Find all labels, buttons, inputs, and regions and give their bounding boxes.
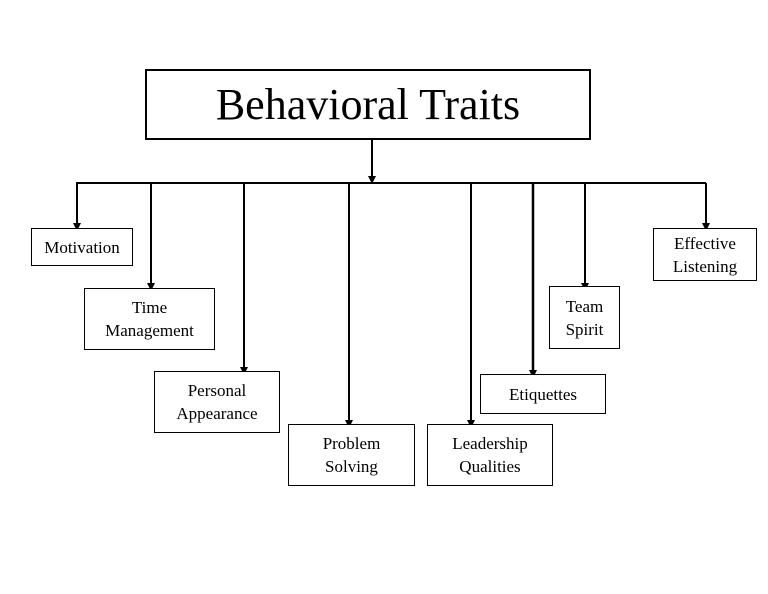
node-label-line: Management	[105, 321, 194, 340]
node-label-line: Effective	[674, 233, 736, 253]
node-personal-appearance: Personal Appearance	[154, 371, 280, 433]
node-etiquettes: Etiquettes	[480, 374, 606, 414]
node-time-management: Time Management	[84, 288, 215, 350]
node-label-line: Qualities	[459, 457, 521, 476]
node-team-spirit: Team Spirit	[549, 286, 620, 349]
node-label-line: Problem	[322, 434, 381, 453]
node-effective-listening: Effective Listening	[653, 228, 757, 281]
node-label-line: Time	[131, 298, 168, 317]
node-label-line: Listening	[672, 256, 738, 276]
node-label-line: Appearance	[176, 404, 258, 423]
node-problem-solving: Problem Solving	[288, 424, 415, 486]
root-node-label: Behavioral Traits	[215, 79, 521, 129]
node-label-line: Etiquettes	[509, 384, 577, 404]
node-label-line: Personal	[187, 381, 247, 400]
node-label-line: Leadership	[452, 434, 528, 453]
node-label-line: Team	[565, 296, 604, 316]
root-node-box: Behavioral Traits	[145, 69, 591, 140]
node-label-line: Solving	[325, 457, 378, 476]
node-label-line: Motivation	[44, 237, 120, 257]
node-leadership-qualities: Leadership Qualities	[427, 424, 553, 486]
node-motivation: Motivation	[31, 228, 133, 266]
node-label-line: Spirit	[565, 319, 604, 339]
